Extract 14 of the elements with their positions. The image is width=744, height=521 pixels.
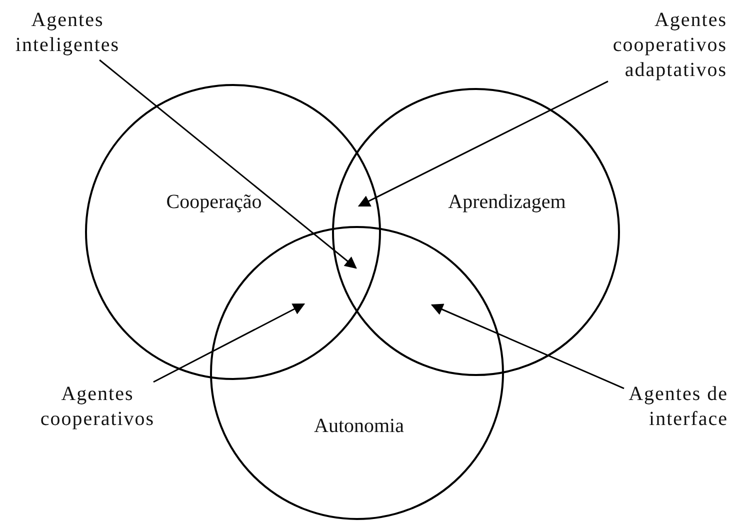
venn-circle xyxy=(210,226,504,520)
set-label: Autonomia xyxy=(314,414,404,438)
callout-text: Agentes cooperativos adaptativos xyxy=(612,8,727,83)
venn-circle xyxy=(332,88,620,376)
venn-circle xyxy=(85,84,381,380)
set-label: Cooperação xyxy=(166,190,262,214)
callout-text: Agentes de interface xyxy=(628,382,728,432)
callout-text: Agentes inteligentes xyxy=(14,8,121,58)
callout-text: Agentes cooperativos xyxy=(39,382,156,432)
leader-arrow xyxy=(153,303,306,383)
leader-arrow xyxy=(430,304,624,390)
leader-arrow xyxy=(99,59,357,269)
set-label: Aprendizagem xyxy=(448,190,566,214)
leader-arrow xyxy=(358,80,608,207)
